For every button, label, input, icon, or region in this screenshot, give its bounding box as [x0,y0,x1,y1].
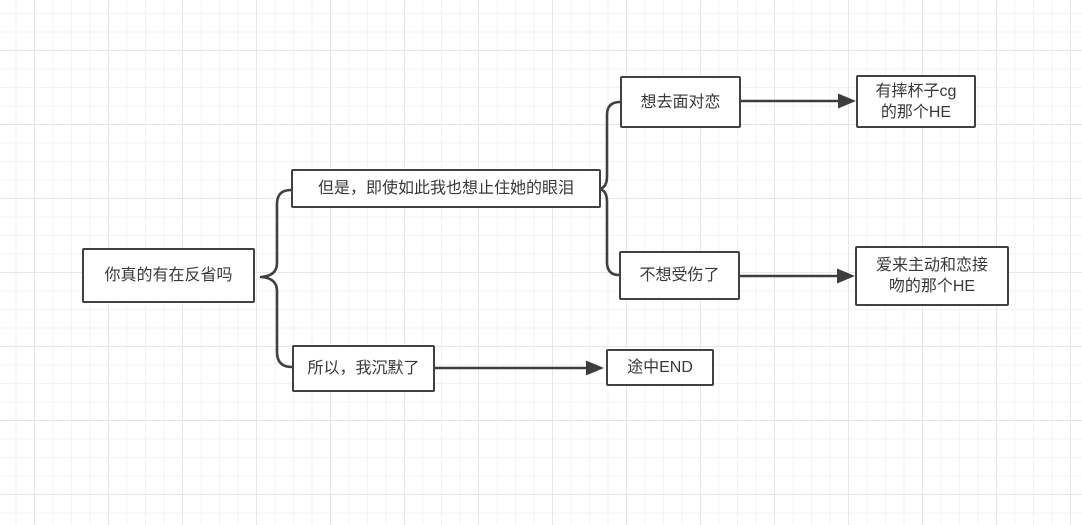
node-midway-end-label: 途中END [627,359,693,376]
node-dont-want-to-be-hurt[interactable]: 不想受伤了 [619,251,740,300]
node-want-to-face-love[interactable]: 想去面对恋 [620,76,741,128]
arrow-silent-to-end-midway[interactable] [435,360,604,376]
arrow-face-love-to-he-cup[interactable] [741,93,856,109]
node-he-ending-cup-cg-label: 有摔杯子cg 的那个HE [875,82,957,121]
node-he-ending-cup-cg[interactable]: 有摔杯子cg 的那个HE [856,75,976,128]
node-want-to-face-love-label: 想去面对恋 [640,93,721,111]
node-dont-want-to-be-hurt-label: 不想受伤了 [639,267,720,284]
node-so-i-fell-silent[interactable]: 所以，我沉默了 [292,345,435,392]
node-root-question[interactable]: 你真的有在反省吗 [82,248,255,303]
node-he-ending-kiss[interactable]: 爱来主动和恋接 吻的那个HE [855,246,1009,306]
node-stop-her-tears[interactable]: 但是，即使如此我也想止住她的眼泪 [291,169,601,208]
node-midway-end[interactable]: 途中END [606,349,714,386]
node-so-i-fell-silent-label: 所以，我沉默了 [307,360,420,377]
node-he-ending-kiss-label: 爱来主动和恋接 吻的那个HE [875,257,988,295]
arrow-no-hurt-to-he-kiss[interactable] [740,268,855,284]
node-root-label: 你真的有在反省吗 [104,267,233,284]
node-stop-her-tears-label: 但是，即使如此我也想止住她的眼泪 [317,180,574,197]
brace-connector-stop-tears-branches[interactable] [597,100,622,277]
brace-connector-root-branches[interactable] [259,188,294,369]
